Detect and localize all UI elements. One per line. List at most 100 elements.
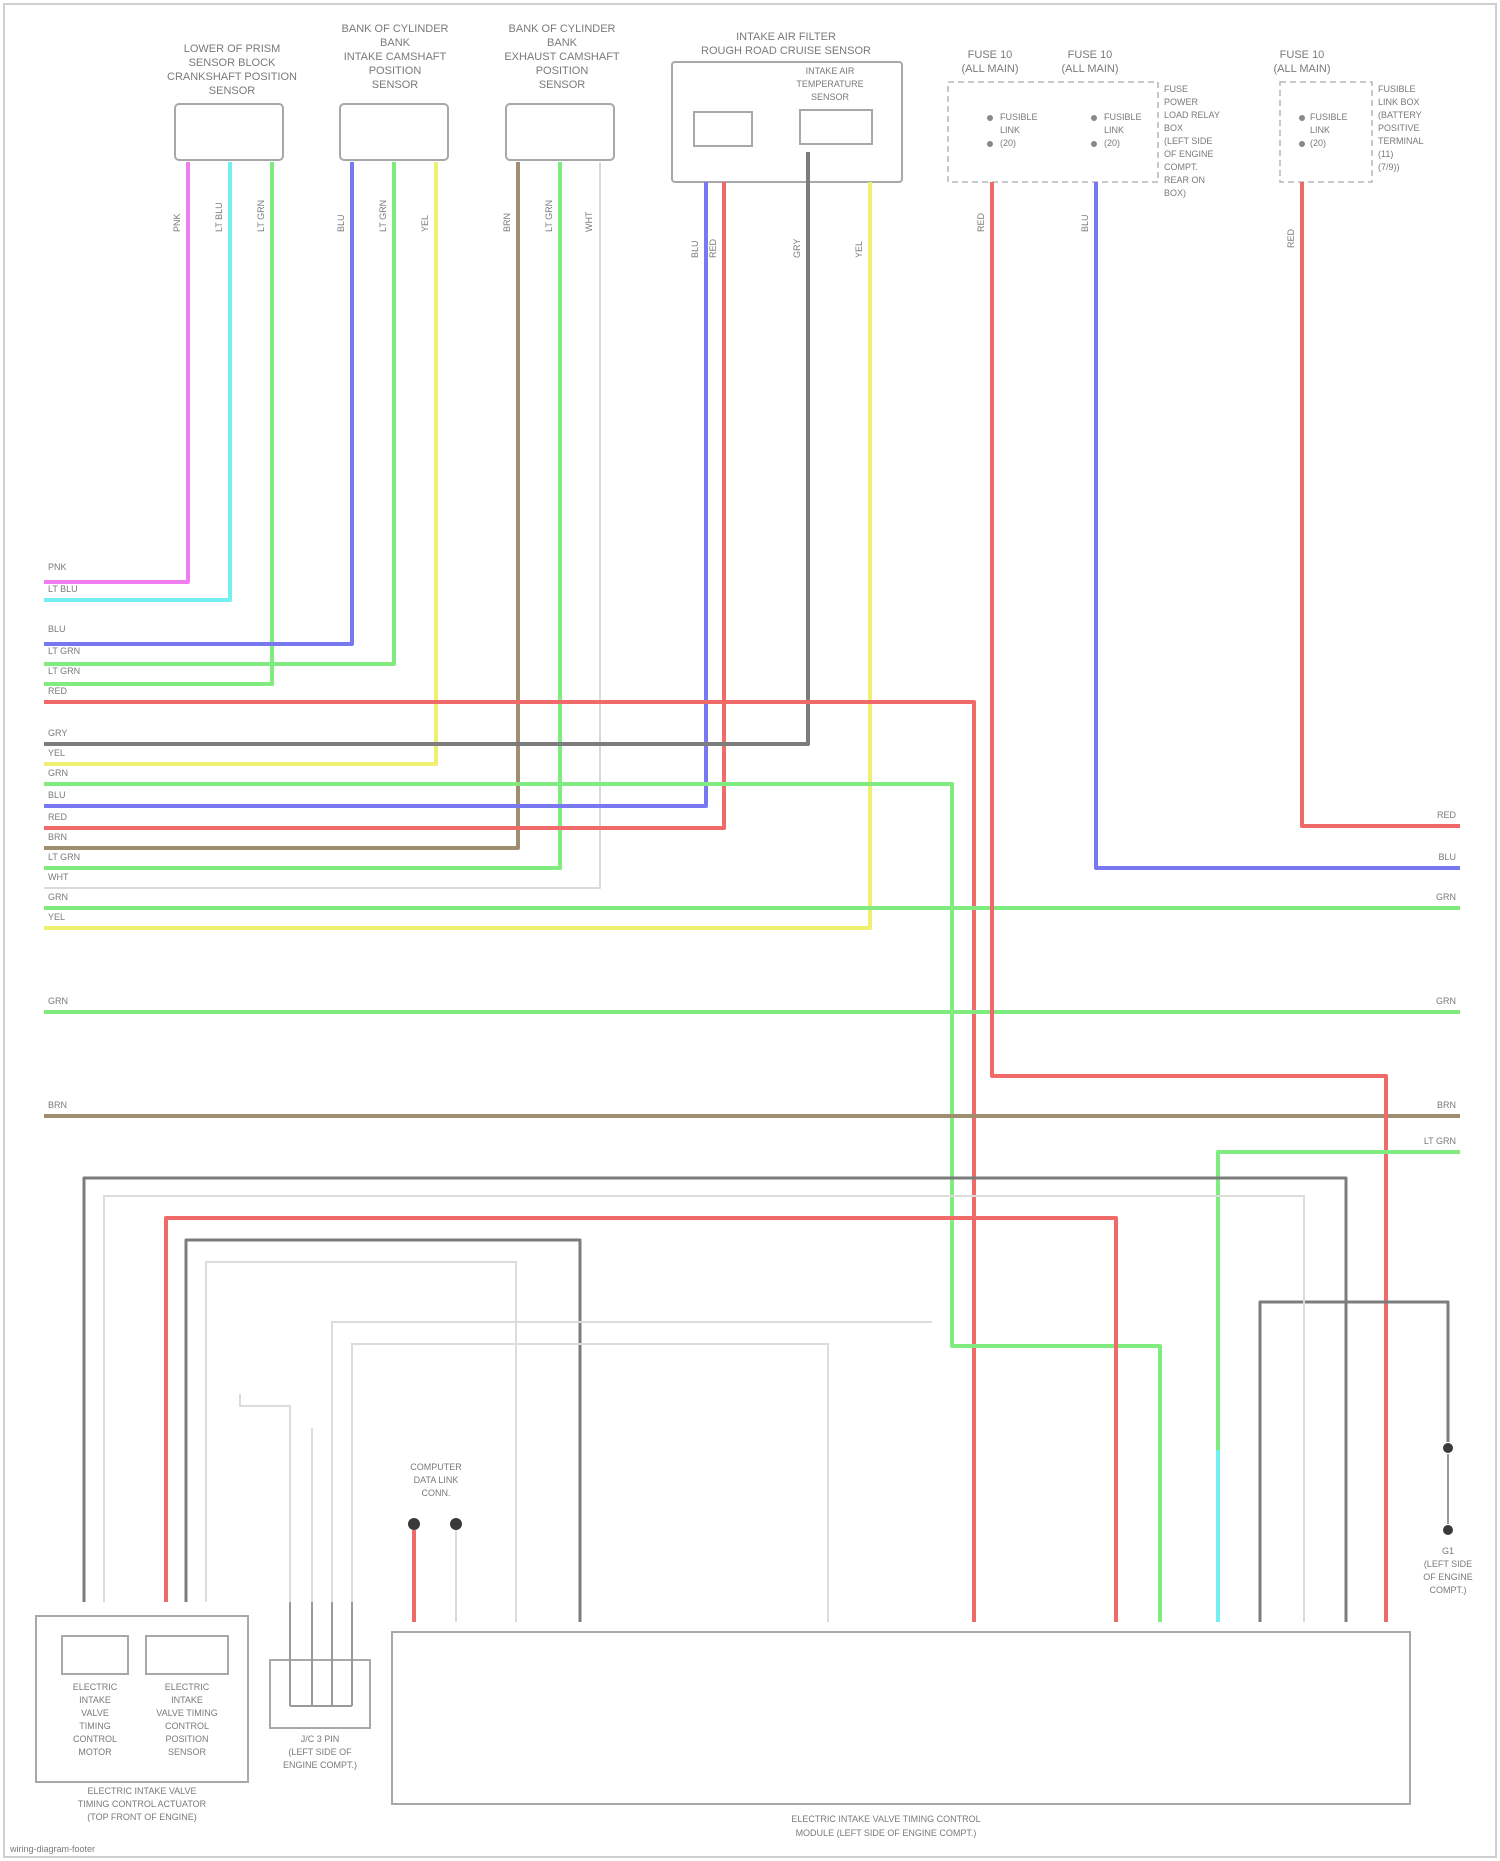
vlabel-11: GRY	[792, 239, 802, 258]
actuator-motor-box	[62, 1636, 128, 1674]
valve-timing-actuator: ELECTRIC INTAKE VALVE TIMING CONTROL MOT…	[36, 1616, 248, 1822]
motor-line-1: ELECTRIC	[73, 1682, 118, 1692]
wire-gray-right-loop	[1260, 1302, 1448, 1622]
wire-yellow-s4	[44, 182, 870, 928]
footer-note: wiring-diagram-footer	[9, 1844, 95, 1854]
left-label-15: YEL	[48, 912, 65, 922]
intake-camshaft-position-sensor: BANK OF CYLINDER BANK INTAKE CAMSHAFT PO…	[340, 23, 449, 160]
left-label-4: LT GRN	[48, 666, 80, 676]
left-label-10: RED	[48, 812, 68, 822]
fuse-note2-6: (11)	[1378, 149, 1393, 159]
vsensor-line-6: SENSOR	[168, 1747, 207, 1757]
wire-gray-loop-2	[186, 1240, 580, 1622]
sensor3-line-2: BANK	[547, 37, 578, 49]
sensor4-sub-1: INTAKE AIR	[806, 66, 855, 76]
fuse3-inner-2: LINK	[1310, 125, 1330, 135]
wire-red-fuse3	[1302, 182, 1460, 826]
exhaust-camshaft-position-sensor: BANK OF CYLINDER BANK EXHAUST CAMSHAFT P…	[504, 23, 620, 160]
ground-line-1: G1	[1442, 1546, 1454, 1556]
ecu-line-1: ELECTRIC INTAKE VALVE TIMING CONTROL	[791, 1814, 980, 1824]
sensor1-line-1: LOWER OF PRISM	[184, 43, 281, 55]
motor-line-5: CONTROL	[73, 1734, 117, 1744]
fuse-note-4: BOX	[1164, 123, 1183, 133]
fuse-note-6: OF ENGINE	[1164, 149, 1214, 159]
left-label-5: RED	[48, 686, 68, 696]
fuse-note-8: REAR ON	[1164, 175, 1205, 185]
vsensor-line-4: CONTROL	[165, 1721, 209, 1731]
vgroup-line-1: ELECTRIC INTAKE VALVE	[87, 1786, 196, 1796]
sensor2-body	[340, 104, 448, 160]
vlabel-3: BLU	[336, 214, 346, 232]
dlc-line-3: CONN.	[422, 1488, 451, 1498]
left-label-2: BLU	[48, 624, 66, 634]
ground-line-2: (LEFT SIDE	[1424, 1559, 1472, 1569]
vertical-wire-labels: PNK LT BLU LT GRN BLU LT GRN YEL BRN LT …	[172, 200, 1296, 258]
vlabel-6: BRN	[502, 213, 512, 232]
sensor3-body	[506, 104, 614, 160]
motor-line-3: VALVE	[81, 1708, 109, 1718]
vlabel-7: LT GRN	[544, 200, 554, 232]
fuse2-dot-bottom	[1091, 141, 1097, 147]
wire-green-s2	[44, 162, 394, 664]
ecu-body	[392, 1632, 1410, 1804]
fuse-block-outline	[948, 82, 1158, 182]
left-label-11: BRN	[48, 832, 67, 842]
vlabel-9: BLU	[690, 240, 700, 258]
motor-line-6: MOTOR	[78, 1747, 112, 1757]
sensor4-inner-left	[694, 112, 752, 146]
wire-green-s1	[44, 162, 272, 684]
vlabel-1: LT BLU	[214, 202, 224, 232]
vsensor-line-2: INTAKE	[171, 1695, 203, 1705]
actuator-sensor-box	[146, 1636, 228, 1674]
right-label-4: BRN	[1437, 1100, 1456, 1110]
sensor2-line-1: BANK OF CYLINDER	[342, 23, 449, 35]
right-label-0: RED	[1437, 810, 1457, 820]
joint-body	[270, 1660, 370, 1728]
fuse-note-2: POWER	[1164, 97, 1199, 107]
vgroup-line-2: TIMING CONTROL ACTUATOR	[78, 1799, 207, 1809]
left-label-8: GRN	[48, 768, 68, 778]
sensor4-line-2: ROUGH ROAD CRUISE SENSOR	[701, 45, 871, 57]
fuse-group: FUSE 10 (ALL MAIN) FUSE 10 (ALL MAIN) FU…	[948, 49, 1424, 198]
ground-dot-bottom	[1443, 1525, 1453, 1535]
wire-red-s4	[44, 182, 724, 828]
wire-gray-loop-1	[84, 1178, 1346, 1622]
left-label-13: WHT	[48, 872, 69, 882]
fuse-note2-5: TERMINAL	[1378, 136, 1424, 146]
sensor2-line-5: SENSOR	[372, 79, 419, 91]
right-wire-labels: RED BLU GRN GRN BRN LT GRN	[1424, 810, 1457, 1146]
fuse1-inner-1: FUSIBLE	[1000, 112, 1038, 122]
left-label-0: PNK	[48, 562, 67, 572]
wire-red-fuse1	[992, 182, 1386, 1622]
ground-line-3: OF ENGINE	[1423, 1572, 1473, 1582]
fuse-note2-2: LINK BOX	[1378, 97, 1420, 107]
wire-blue-fuse2	[1096, 182, 1460, 868]
dlc-line-2: DATA LINK	[414, 1475, 459, 1485]
ground-point: G1 (LEFT SIDE OF ENGINE COMPT.)	[1423, 1443, 1473, 1595]
fuse1-line-2: (ALL MAIN)	[961, 63, 1018, 75]
joint-line-1: J/C 3 PIN	[301, 1734, 340, 1744]
fuse-note2-7: (7/9))	[1378, 162, 1400, 172]
sensor1-line-2: SENSOR BLOCK	[189, 57, 276, 69]
vlabel-13: RED	[976, 212, 986, 232]
sensor2-line-4: POSITION	[369, 65, 422, 77]
sensor2-line-3: INTAKE CAMSHAFT	[344, 51, 447, 63]
right-label-2: GRN	[1436, 892, 1456, 902]
left-label-17: BRN	[48, 1100, 67, 1110]
left-label-7: YEL	[48, 748, 65, 758]
sensor1-line-3: CRANKSHAFT POSITION	[167, 71, 297, 83]
fuse2-dot-top	[1091, 115, 1097, 121]
data-link-connector: COMPUTER DATA LINK CONN.	[408, 1462, 462, 1622]
fuse3-dot-bottom	[1299, 141, 1305, 147]
fuse-note-1: FUSE	[1164, 84, 1188, 94]
fuse-note2-1: FUSIBLE	[1378, 84, 1416, 94]
fuse3-inner-1: FUSIBLE	[1310, 112, 1348, 122]
ground-dot-top	[1443, 1443, 1453, 1453]
fuse-note-3: LOAD RELAY	[1164, 110, 1220, 120]
diagram-frame	[4, 4, 1496, 1857]
vlabel-14: BLU	[1080, 214, 1090, 232]
fuse-note2-4: POSITIVE	[1378, 123, 1420, 133]
sensor2-line-2: BANK	[380, 37, 411, 49]
wire-red-bus	[44, 702, 974, 1622]
vsensor-line-3: VALVE TIMING	[156, 1708, 218, 1718]
